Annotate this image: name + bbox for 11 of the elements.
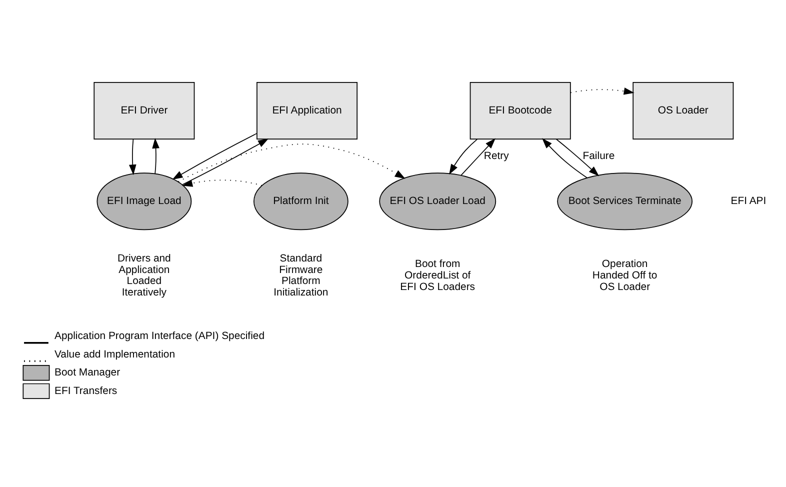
node-label: Drivers and Application Loaded Iteratively	[118, 253, 171, 298]
legend-label: Value add Implementation	[54, 348, 176, 360]
label: EFI API	[730, 196, 766, 207]
edge-label: Failure	[582, 150, 615, 162]
node-label: Operation Handed Off to OS Loader	[592, 258, 658, 292]
legend-label: EFI Transfers	[54, 385, 118, 396]
node-label: Boot from OrderedList of EFI OS Loaders	[400, 258, 476, 292]
node-label: Standard Firmware Platform Initialization	[274, 253, 328, 298]
legend-label: Application Program Interface (API) Specified	[54, 330, 265, 342]
edge-label: Retry	[484, 150, 509, 162]
legend-label: Boot Manager	[54, 367, 120, 378]
